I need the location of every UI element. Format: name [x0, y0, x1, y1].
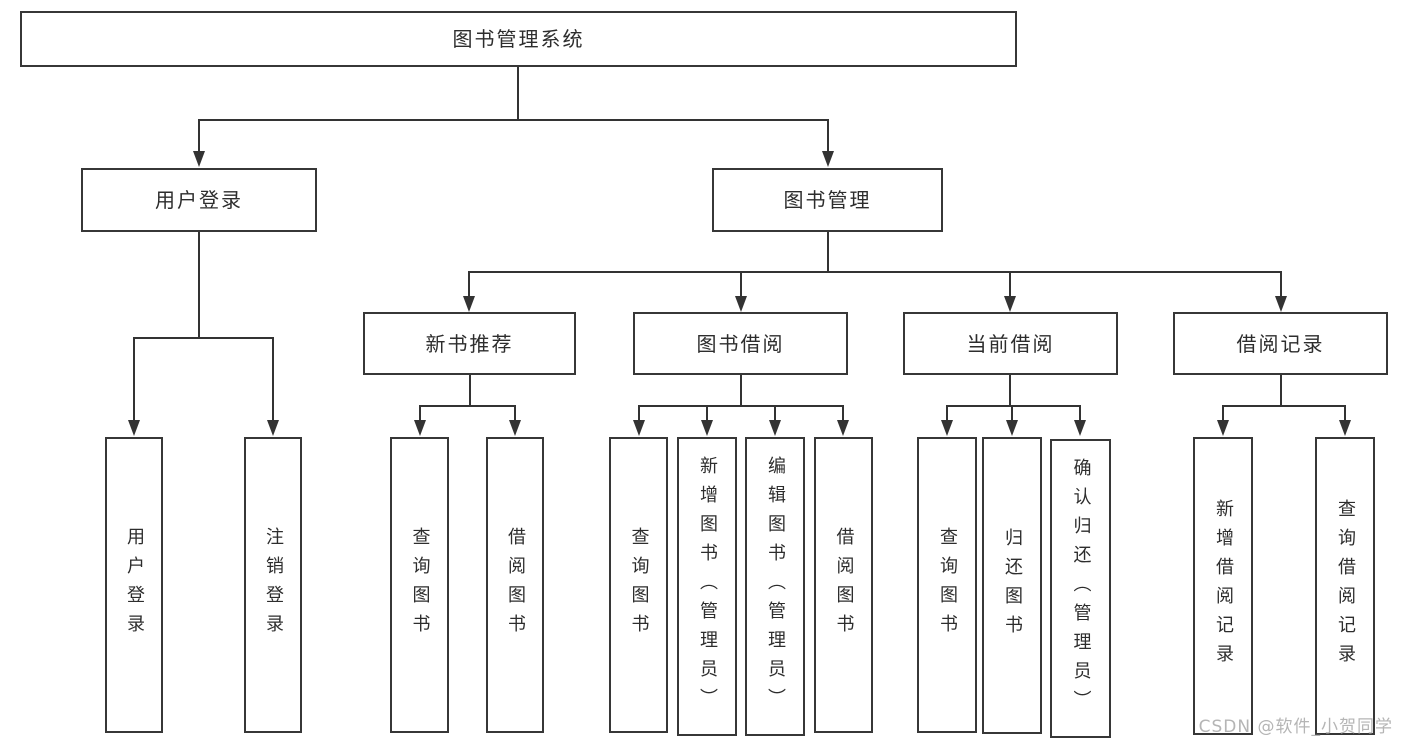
- node-new-book-recommendation: 新书推荐: [363, 312, 576, 375]
- leaf-borrowing-add-books-admin: 新增图书（管理员）: [677, 437, 737, 736]
- node-root: 图书管理系统: [20, 11, 1017, 67]
- leaf-recommend-query-books: 查询图书: [390, 437, 449, 733]
- leaf-user-login: 用户登录: [105, 437, 163, 733]
- node-current-borrowing: 当前借阅: [903, 312, 1118, 375]
- leaf-current-confirm-return-admin: 确认归还（管理员）: [1050, 439, 1111, 738]
- watermark-text: CSDN @软件_小贺同学: [1198, 717, 1393, 737]
- arrowheads: [128, 151, 1351, 436]
- leaf-borrowing-query-books: 查询图书: [609, 437, 668, 733]
- leaf-borrowing-edit-books-admin: 编辑图书（管理员）: [745, 437, 805, 736]
- node-book-management: 图书管理: [712, 168, 943, 232]
- connector-lines: [133, 67, 1346, 422]
- leaf-logout: 注销登录: [244, 437, 302, 733]
- leaf-current-return-books: 归还图书: [982, 437, 1042, 734]
- leaf-borrowing-borrow-books: 借阅图书: [814, 437, 873, 733]
- leaf-recommend-borrow-books: 借阅图书: [486, 437, 544, 733]
- node-borrowing-records: 借阅记录: [1173, 312, 1388, 375]
- node-user-login: 用户登录: [81, 168, 317, 232]
- leaf-current-query-books: 查询图书: [917, 437, 977, 733]
- node-book-borrowing: 图书借阅: [633, 312, 848, 375]
- leaf-records-query-record: 查询借阅记录: [1315, 437, 1375, 735]
- leaf-records-add-record: 新增借阅记录: [1193, 437, 1253, 735]
